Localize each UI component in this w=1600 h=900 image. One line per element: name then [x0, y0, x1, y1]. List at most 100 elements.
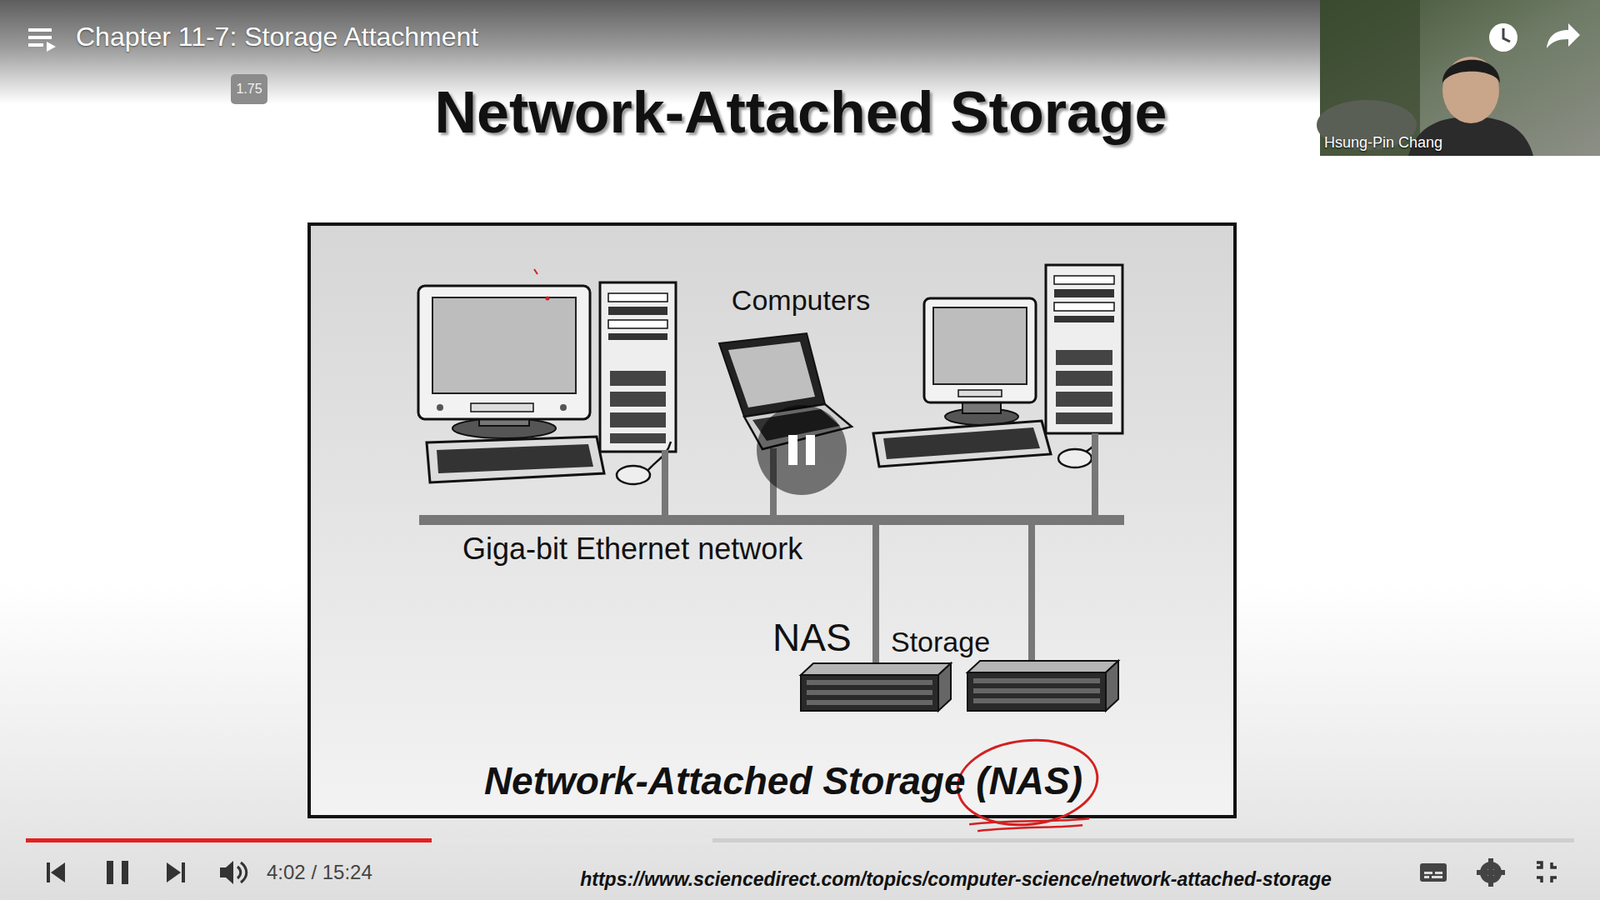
storage-unit	[973, 688, 1100, 694]
playlist-icon	[28, 28, 56, 52]
player-controls	[106, 860, 114, 885]
desktop-computer	[600, 282, 676, 452]
device-label: NAS	[772, 615, 852, 660]
desktop-computer	[610, 391, 666, 407]
network-label: Giga-bit Ethernet network	[462, 531, 803, 566]
desktop-computer	[426, 436, 605, 483]
storage-unit	[967, 672, 1106, 711]
ethernet-bus	[1028, 523, 1035, 663]
progress-bar	[25, 838, 713, 843]
speed-label: 1.75	[235, 81, 262, 97]
device-label: Storage	[890, 625, 990, 659]
desktop-computer	[610, 433, 666, 444]
diagram-frame	[309, 224, 1235, 817]
player-controls	[121, 860, 129, 885]
player-controls	[1476, 870, 1505, 875]
desktop-computer	[924, 298, 1036, 403]
laptop-computer	[719, 333, 825, 417]
desktop-computer	[1055, 412, 1113, 425]
player-controls	[1431, 875, 1443, 879]
desktop-computer	[1054, 289, 1115, 298]
player-controls	[166, 862, 181, 883]
desktop-computer	[873, 265, 1123, 468]
desktop-computer	[1055, 370, 1113, 386]
storage-unit	[806, 680, 933, 685]
desktop-computer	[418, 282, 676, 485]
storage-unit	[938, 663, 951, 711]
player-controls	[46, 862, 50, 883]
laptop-computer	[728, 341, 815, 408]
webcam-view	[1442, 56, 1500, 124]
playlist-icon	[46, 41, 56, 52]
desktop-computer	[1055, 350, 1113, 365]
desktop-computer	[608, 306, 668, 315]
storage-unit	[806, 690, 933, 695]
desktop-computer	[958, 390, 1002, 397]
player-controls	[50, 862, 65, 883]
player-controls	[240, 862, 247, 883]
pen-mark	[546, 297, 550, 300]
player-controls	[1424, 871, 1433, 875]
storage-unit	[800, 663, 951, 675]
desktop-computer	[470, 403, 534, 412]
playlist-icon	[28, 28, 52, 32]
player-controls	[220, 860, 234, 885]
pen-mark	[534, 269, 550, 300]
player-controls	[181, 862, 185, 883]
clock-icon	[1503, 28, 1510, 42]
storage-unit	[806, 700, 933, 705]
ethernet-bus	[1091, 433, 1099, 517]
group-label: Computers	[731, 284, 870, 317]
desktop-computer	[610, 412, 666, 428]
pen-underline	[969, 818, 1090, 831]
progress-bar	[25, 838, 1575, 843]
clock-icon	[1489, 23, 1518, 52]
storage-unit	[967, 660, 1119, 711]
desktop-computer	[933, 307, 1027, 385]
playlist-icon	[28, 43, 44, 47]
pause-overlay	[756, 405, 847, 495]
time-display: 4:02 / 15:24	[266, 860, 373, 885]
storage-unit	[967, 660, 1119, 673]
storage-unit	[973, 698, 1100, 704]
desktop-computer	[1045, 265, 1123, 434]
playlist-icon	[28, 35, 52, 40]
storage-unit	[800, 663, 951, 711]
video-title: Chapter 11-7: Storage Attachment	[75, 21, 479, 53]
presenter-name: Hsung-Pin Chang	[1324, 134, 1443, 152]
progress-bar	[25, 838, 432, 843]
player-controls	[237, 866, 241, 879]
player-controls	[1424, 875, 1430, 879]
storage-unit	[973, 678, 1100, 684]
pause-overlay	[805, 435, 815, 465]
ethernet-bus	[872, 523, 880, 665]
progress-bar	[25, 838, 1575, 843]
clock-icon	[1489, 23, 1518, 52]
storage-unit	[800, 675, 939, 711]
speed-badge	[230, 74, 268, 105]
ethernet-bus	[661, 450, 669, 517]
desktop-computer	[1058, 449, 1092, 468]
desktop-computer	[1055, 391, 1113, 407]
desktop-computer	[1054, 302, 1115, 311]
desktop-computer	[432, 297, 576, 394]
desktop-computer	[610, 370, 666, 386]
desktop-computer	[560, 404, 567, 411]
desktop-computer	[616, 465, 650, 485]
webcam-view	[1442, 60, 1500, 84]
desktop-computer	[436, 444, 594, 474]
player-controls	[1420, 863, 1447, 882]
storage-unit	[1105, 660, 1119, 711]
pen-mark	[534, 269, 538, 275]
share-icon	[1546, 23, 1580, 49]
desktop-computer	[608, 333, 668, 340]
desktop-computer	[1054, 315, 1115, 323]
desktop-computer	[436, 404, 444, 411]
desktop-computer	[418, 285, 590, 420]
desktop-computer	[883, 427, 1040, 460]
slide-title: Network-Attached Storage	[434, 79, 1167, 147]
webcam-view	[1316, 0, 1600, 156]
figure-caption: Network-Attached Storage (NAS)	[484, 759, 1083, 804]
source-url: https://www.sciencedirect.com/topics/com…	[580, 868, 1331, 890]
desktop-computer	[873, 420, 1051, 467]
